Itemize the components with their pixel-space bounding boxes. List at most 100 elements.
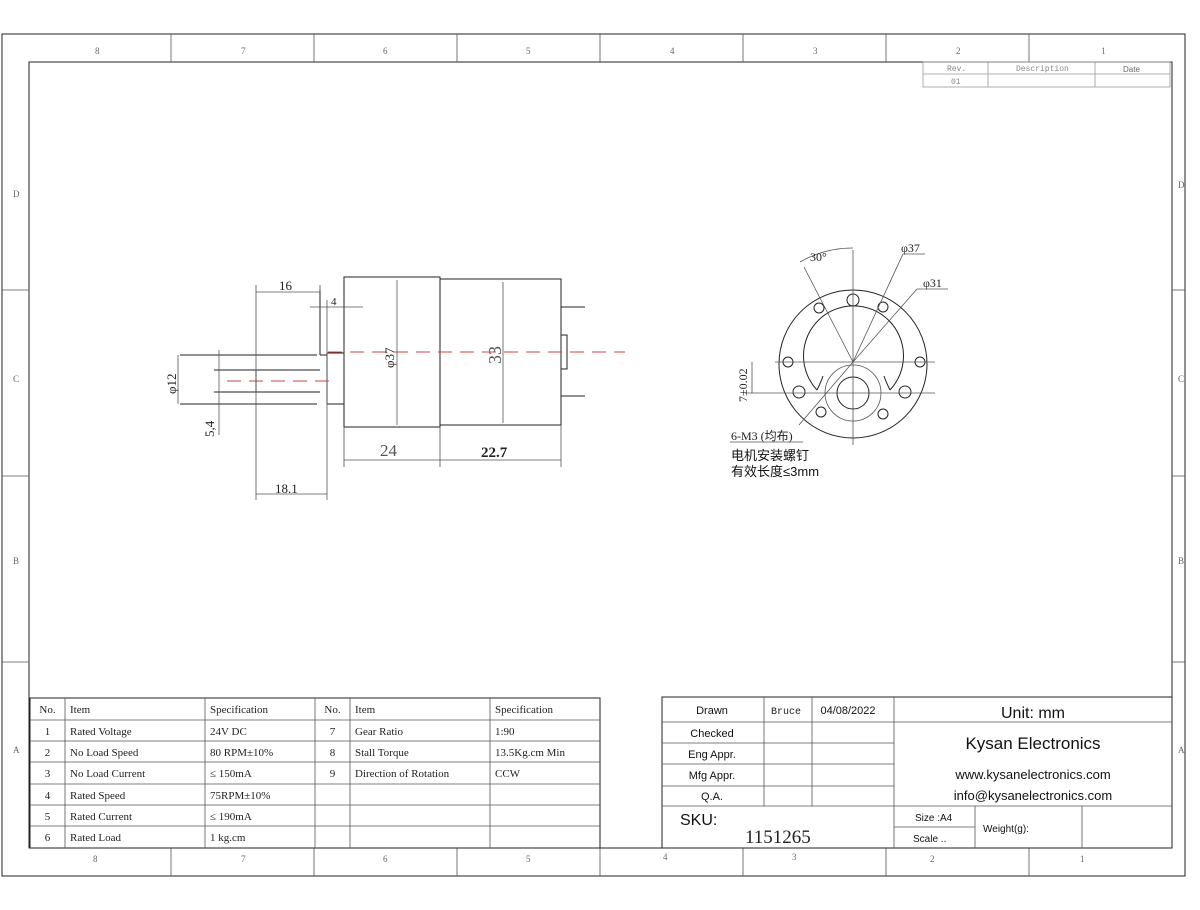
zone-label: 2 (930, 854, 935, 864)
spec-cell: 1:90 (495, 726, 515, 738)
spec-cell: 4 (45, 790, 51, 802)
zone-label: 8 (95, 46, 100, 56)
spec-cell: Rated Speed (70, 790, 126, 802)
spec-cell: 9 (330, 768, 336, 780)
zone-label: 4 (663, 852, 668, 862)
dim-7-tolerance: 7±0.02 (736, 368, 750, 402)
zone-label: C (13, 374, 19, 384)
side-view: 16 4 φ12 5,4 φ37 33 24 22.7 18.1 (164, 276, 625, 500)
dim-18-1: 18.1 (275, 481, 298, 496)
zone-label: B (1178, 556, 1184, 566)
checked-label: Checked (690, 728, 733, 740)
spec-cell: 2 (45, 747, 51, 759)
spec-cell: No Load Speed (70, 747, 139, 759)
zone-labels-left: D C B A D C B A (13, 180, 1185, 755)
date-header: Date (1123, 65, 1140, 74)
unit-label: Unit: mm (1001, 705, 1065, 722)
drawn-by: Bruce (771, 707, 801, 718)
dim-phi31: φ31 (923, 276, 942, 290)
front-view: 30° φ37 φ31 7±0.02 6-M3 (均布) 电机安装螺钉 有效长度… (730, 241, 948, 479)
spec-cell: Stall Torque (355, 747, 409, 759)
mfg-appr-label: Mfg Appr. (689, 770, 735, 782)
zone-label: A (13, 745, 20, 755)
dim-33: 33 (485, 346, 505, 364)
spec-cell: 6 (45, 832, 51, 844)
screw-note-cn-1: 电机安装螺钉 (731, 448, 809, 463)
spec-cell: ≤ 190mA (210, 811, 252, 823)
spec-cell: CCW (495, 768, 521, 780)
dim-5-4: 5,4 (202, 420, 217, 437)
spec-cell: Gear Ratio (355, 726, 403, 738)
zone-label: 5 (526, 46, 531, 56)
spec-cell: 75RPM±10% (210, 790, 270, 802)
sku-value: 1151265 (745, 827, 811, 848)
scale-label: Scale .. (913, 834, 946, 845)
dim-4: 4 (331, 296, 337, 308)
zone-label: 6 (383, 854, 388, 864)
zone-label: B (13, 556, 19, 566)
title-block: Drawn Bruce 04/08/2022 Checked Eng Appr.… (661, 696, 1173, 849)
zone-label: 5 (526, 854, 531, 864)
spec-header: Specification (210, 704, 269, 716)
zone-label: D (1178, 180, 1185, 190)
zone-label: 3 (792, 852, 797, 862)
spec-cell: 24V DC (210, 726, 247, 738)
company-name: Kysan Electronics (965, 734, 1100, 753)
spec-cell: 7 (330, 726, 336, 738)
spec-cell: Rated Load (70, 832, 122, 844)
company-website: www.kysanelectronics.com (954, 767, 1110, 782)
spec-header: Item (355, 704, 376, 716)
company-email: info@kysanelectronics.com (954, 788, 1112, 803)
spec-header: Specification (495, 704, 554, 716)
zone-label: 2 (956, 46, 961, 56)
zone-label: 6 (383, 46, 388, 56)
spec-header: Item (70, 704, 91, 716)
spec-cell: 13.5Kg.cm Min (495, 747, 565, 759)
drawn-date: 04/08/2022 (820, 705, 875, 717)
zone-label: 7 (241, 46, 246, 56)
zone-label: 8 (93, 854, 98, 864)
drawn-label: Drawn (696, 705, 728, 717)
zone-labels-top: 8 7 6 5 4 3 2 1 (95, 46, 1106, 56)
rev-value: 01 (951, 78, 961, 87)
weight-label: Weight(g): (983, 824, 1029, 835)
screw-note: 6-M3 (均布) (731, 429, 793, 443)
description-header: Description (1016, 65, 1069, 74)
spec-cell: Rated Voltage (70, 726, 132, 738)
dim-phi12: φ12 (164, 373, 179, 394)
spec-cell: No Load Current (70, 768, 145, 780)
zone-label: 1 (1101, 46, 1106, 56)
size-label: Size :A4 (915, 813, 953, 824)
qa-label: Q.A. (701, 791, 723, 803)
eng-appr-label: Eng Appr. (688, 749, 736, 761)
spec-cell: Direction of Rotation (355, 768, 450, 780)
zone-label: 4 (670, 46, 675, 56)
spec-table: No. Item Specification No. Item Specification… (29, 697, 601, 849)
dim-24: 24 (380, 441, 398, 460)
zone-label: A (1178, 745, 1185, 755)
dim-phi37-front: φ37 (901, 241, 920, 255)
dim-16: 16 (279, 278, 293, 293)
rev-header: Rev. (947, 65, 966, 74)
spec-cell: 1 kg.cm (210, 832, 246, 844)
spec-cell: 3 (45, 768, 51, 780)
spec-cell: 8 (330, 747, 336, 759)
zone-label: C (1178, 374, 1184, 384)
spec-cell: Rated Current (70, 811, 132, 823)
zone-label: 1 (1080, 854, 1085, 864)
spec-cell: ≤ 150mA (210, 768, 252, 780)
dim-phi37: φ37 (382, 347, 397, 368)
zone-labels-bottom: 8 7 6 5 4 3 2 1 (93, 852, 1085, 864)
dim-30-degrees: 30° (810, 250, 827, 264)
zone-label: 7 (241, 854, 246, 864)
outer-border (1, 33, 1186, 877)
zone-label: D (13, 189, 20, 199)
spec-cell: 1 (45, 726, 51, 738)
spec-header: No. (39, 704, 55, 716)
dim-22-7: 22.7 (481, 445, 508, 461)
screw-note-cn-2: 有效长度≤3mm (731, 464, 819, 479)
spec-header: No. (324, 704, 340, 716)
spec-cell: 80 RPM±10% (210, 747, 273, 759)
zone-label: 3 (813, 46, 818, 56)
